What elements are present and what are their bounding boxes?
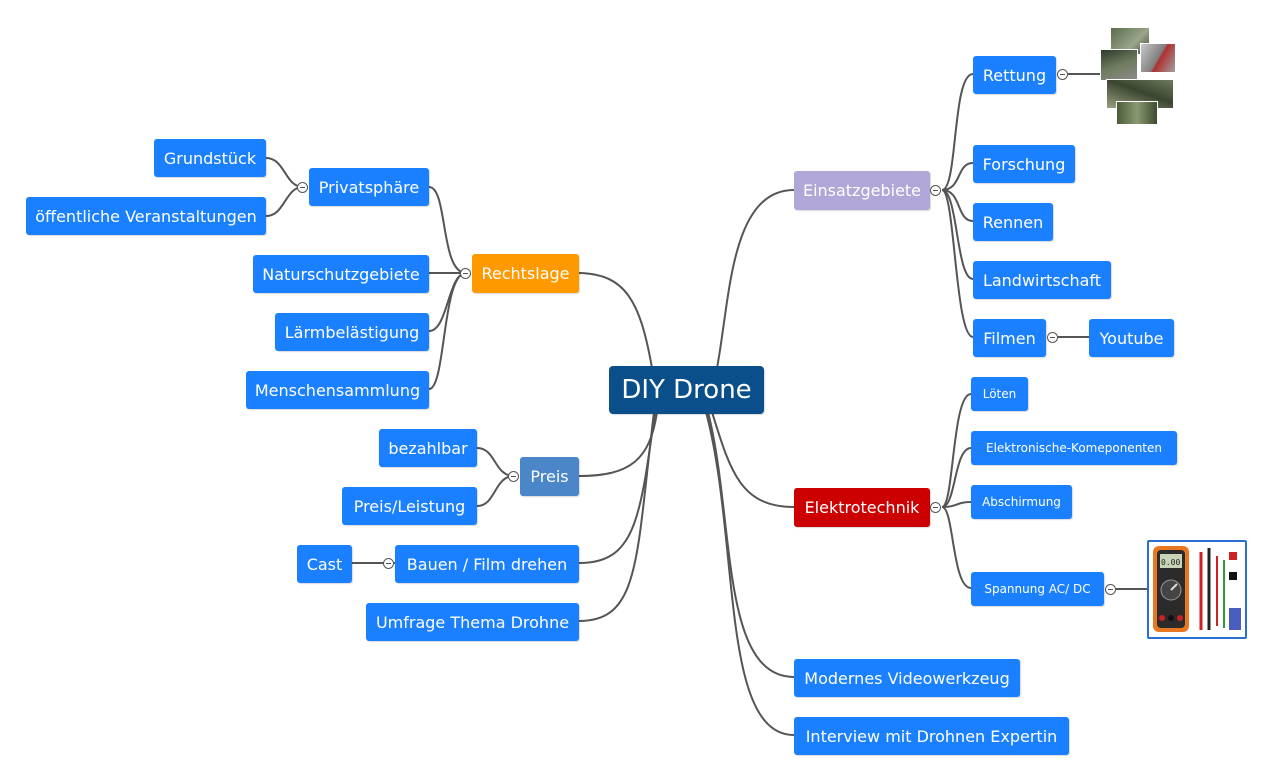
oeffentliche-veranstaltungen-label: öffentliche Veranstaltungen <box>35 206 257 226</box>
rettung-label: Rettung <box>982 65 1047 85</box>
multimeter-icon: 0.00 <box>1153 546 1241 632</box>
node-rettung[interactable]: Rettung <box>973 56 1056 94</box>
node-filmen[interactable]: Filmen <box>973 319 1046 357</box>
node-landwirtschaft[interactable]: Landwirtschaft <box>973 261 1111 299</box>
root-label: DIY Drone <box>621 375 752 405</box>
drone-photo-collage-image <box>1100 27 1176 125</box>
node-bauen-film-drehen[interactable]: Bauen / Film drehen <box>395 545 579 583</box>
node-youtube[interactable]: Youtube <box>1089 319 1174 357</box>
node-bezahlbar[interactable]: bezahlbar <box>379 429 477 467</box>
collapse-preis-icon[interactable] <box>508 471 519 482</box>
forschung-label: Forschung <box>982 154 1066 174</box>
node-elektronische-komponenten[interactable]: Elektronische-Komeponenten <box>971 431 1177 465</box>
node-privatsphaere[interactable]: Privatsphäre <box>309 168 429 206</box>
elektrotechnik-label: Elektrotechnik <box>804 498 920 517</box>
node-preis-leistung[interactable]: Preis/Leistung <box>342 487 477 525</box>
abschirmung-label: Abschirmung <box>982 495 1061 509</box>
preis-label: Preis <box>530 467 569 486</box>
node-preis[interactable]: Preis <box>520 457 579 496</box>
node-forschung[interactable]: Forschung <box>973 145 1075 183</box>
elektronische-komponenten-label: Elektronische-Komeponenten <box>985 441 1162 455</box>
root-node[interactable]: DIY Drone <box>609 366 764 414</box>
node-menschensammlung[interactable]: Menschensammlung <box>246 371 429 409</box>
svg-text:0.00: 0.00 <box>1161 558 1180 567</box>
collapse-einsatzgebiete-icon[interactable] <box>930 185 941 196</box>
node-einsatzgebiete[interactable]: Einsatzgebiete <box>794 171 930 210</box>
einsatzgebiete-label: Einsatzgebiete <box>802 181 922 200</box>
privatsphaere-label: Privatsphäre <box>318 177 420 197</box>
collapse-spannung-icon[interactable] <box>1105 584 1116 595</box>
node-laermbelaestigung[interactable]: Lärmbelästigung <box>275 313 429 351</box>
node-loeten[interactable]: Löten <box>971 377 1028 411</box>
node-cast[interactable]: Cast <box>297 545 352 583</box>
umfrage-thema-drohne-label: Umfrage Thema Drohne <box>375 612 570 632</box>
naturschutzgebiete-label: Naturschutzgebiete <box>262 264 420 284</box>
node-rechtslage[interactable]: Rechtslage <box>472 254 579 293</box>
node-spannung-ac-dc[interactable]: Spannung AC/ DC <box>971 572 1104 606</box>
landwirtschaft-label: Landwirtschaft <box>982 270 1102 290</box>
node-rennen[interactable]: Rennen <box>973 203 1053 241</box>
modernes-videowerkzeug-label: Modernes Videowerkzeug <box>804 668 1010 688</box>
node-elektrotechnik[interactable]: Elektrotechnik <box>794 488 930 527</box>
menschensammlung-label: Menschensammlung <box>254 380 421 400</box>
collapse-filmen-icon[interactable] <box>1047 332 1058 343</box>
bezahlbar-label: bezahlbar <box>388 438 468 458</box>
loeten-label: Löten <box>982 387 1017 401</box>
node-modernes-videowerkzeug[interactable]: Modernes Videowerkzeug <box>794 659 1020 697</box>
collapse-privatsphaere-icon[interactable] <box>297 182 308 193</box>
node-abschirmung[interactable]: Abschirmung <box>971 485 1072 519</box>
interview-drohnen-expertin-label: Interview mit Drohnen Expertin <box>805 726 1058 746</box>
youtube-label: Youtube <box>1099 328 1164 348</box>
multimeter-photo-image: 0.00 <box>1147 540 1247 639</box>
collapse-rettung-icon[interactable] <box>1057 69 1068 80</box>
collapse-bauen-icon[interactable] <box>383 558 394 569</box>
node-grundstueck[interactable]: Grundstück <box>154 139 266 177</box>
node-naturschutzgebiete[interactable]: Naturschutzgebiete <box>253 255 429 293</box>
grundstueck-label: Grundstück <box>163 148 257 168</box>
node-interview-drohnen-expertin[interactable]: Interview mit Drohnen Expertin <box>794 717 1069 755</box>
rechtslage-label: Rechtslage <box>481 264 570 283</box>
laermbelaestigung-label: Lärmbelästigung <box>284 322 420 342</box>
collapse-rechtslage-icon[interactable] <box>460 268 471 279</box>
preis-leistung-label: Preis/Leistung <box>353 496 466 516</box>
filmen-label: Filmen <box>983 328 1036 348</box>
bauen-film-drehen-label: Bauen / Film drehen <box>406 554 568 574</box>
node-umfrage-thema-drohne[interactable]: Umfrage Thema Drohne <box>366 603 579 641</box>
cast-label: Cast <box>306 554 343 574</box>
node-oeffentliche-veranstaltungen[interactable]: öffentliche Veranstaltungen <box>26 197 266 235</box>
spannung-ac-dc-label: Spannung AC/ DC <box>984 582 1091 596</box>
collapse-elektrotechnik-icon[interactable] <box>930 502 941 513</box>
rennen-label: Rennen <box>982 212 1044 232</box>
